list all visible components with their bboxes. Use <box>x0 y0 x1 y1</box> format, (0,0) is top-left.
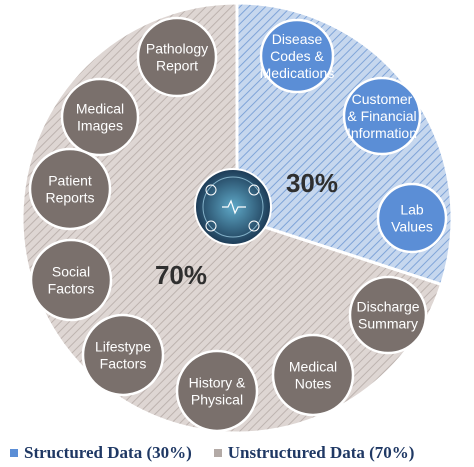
unstructured-bubble-2-label-line: Medical <box>76 101 124 117</box>
unstructured-bubble-1-circle <box>136 16 218 98</box>
unstructured-bubble-4-label-line: Social <box>52 264 90 280</box>
structured-bubble-1-circle <box>259 18 335 94</box>
unstructured-bubble-3-circle <box>28 147 112 231</box>
health-care-logo-icon <box>194 168 272 246</box>
legend-unstructured-label: Unstructured Data (70%) <box>227 442 415 462</box>
unstructured-bubble-3-label-line: Patient <box>48 173 92 189</box>
unstructured-bubble-2-label-line: Images <box>77 118 123 134</box>
structured-bubble-2-label-line: Information <box>347 125 417 141</box>
unstructured-bubble-6-circle <box>175 349 259 433</box>
unstructured-bubble-5-circle <box>81 313 165 397</box>
unstructured-bubble-5-label-line: Factors <box>100 356 147 372</box>
unstructured-bubble-8-label-line: Summary <box>358 316 418 332</box>
legend-structured-label: Structured Data (30%) <box>24 442 192 462</box>
structured-bubble-3-label-line: Values <box>391 219 433 235</box>
structured-percent-label: 30% <box>286 168 338 198</box>
unstructured-bubble-2-circle <box>60 77 140 157</box>
unstructured-bubble-1-label-line: Report <box>156 58 198 74</box>
legend-structured-swatch <box>10 448 18 457</box>
legend: Structured Data (30%) Unstructured Data … <box>0 438 474 467</box>
unstructured-bubble-6-label-line: History & <box>189 375 246 391</box>
structured-bubble-1-label-line: Disease <box>272 31 323 47</box>
unstructured-bubble-7-label-line: Notes <box>295 376 332 392</box>
unstructured-bubble-8-label-line: Discharge <box>356 299 419 315</box>
unstructured-bubble-4-label-line: Factors <box>48 281 95 297</box>
unstructured-percent-label: 70% <box>155 260 207 290</box>
structured-bubble-1-label-line: Medications <box>260 65 335 81</box>
unstructured-bubble-8-circle <box>348 275 428 355</box>
unstructured-bubble-7-circle <box>271 333 355 417</box>
structured-bubble-3-label-line: Lab <box>400 202 424 218</box>
unstructured-bubble-6: History &Physical <box>175 349 259 433</box>
unstructured-bubble-6-label-line: Physical <box>191 392 243 408</box>
structured-bubble-3-circle <box>376 182 448 254</box>
structured-bubble-2-label-line: Customer <box>352 91 413 107</box>
legend-unstructured: Unstructured Data (70%) <box>213 442 415 463</box>
structured-bubble-1-label-line: Codes & <box>270 48 324 64</box>
unstructured-bubble-5-label-line: Lifestype <box>95 339 151 355</box>
unstructured-bubble-7-label-line: Medical <box>289 359 337 375</box>
structured-bubble-2-label-line: & Financial <box>347 108 416 124</box>
legend-structured: Structured Data (30%) <box>10 443 192 463</box>
unstructured-bubble-1-label-line: Pathology <box>146 41 208 57</box>
structured-bubble-2-circle <box>342 76 422 156</box>
legend-unstructured-swatch <box>213 448 222 457</box>
unstructured-bubble-4-circle <box>29 238 113 322</box>
unstructured-bubble-3-label-line: Reports <box>45 190 94 206</box>
